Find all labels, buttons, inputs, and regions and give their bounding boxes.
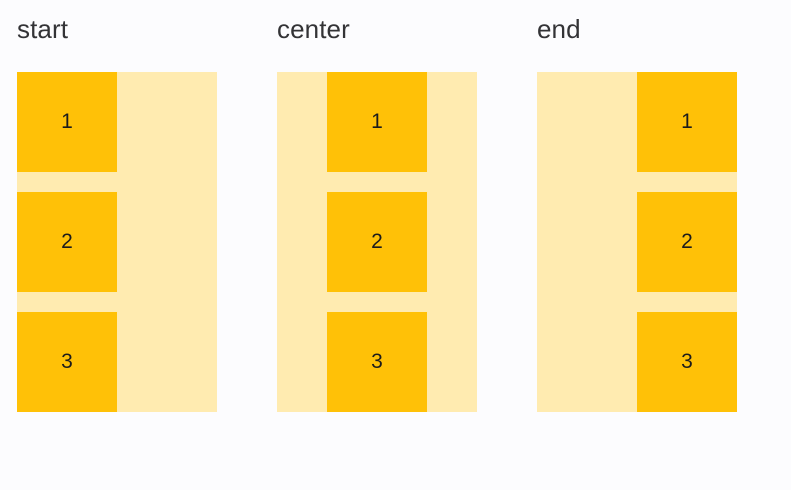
flex-item: 2 [637,192,737,292]
align-items-demo: start 1 2 3 center 1 2 3 end 1 2 3 [17,14,777,434]
flex-item: 1 [637,72,737,172]
flex-track-end: 1 2 3 [537,72,737,412]
demo-column-center: center 1 2 3 [277,14,477,412]
flex-track-start: 1 2 3 [17,72,217,412]
flex-item: 3 [327,312,427,412]
flex-item: 3 [637,312,737,412]
column-label-end: end [537,14,581,44]
demo-column-end: end 1 2 3 [537,14,737,412]
flex-item: 1 [17,72,117,172]
column-label-center: center [277,14,350,44]
demo-column-start: start 1 2 3 [17,14,217,412]
flex-track-center: 1 2 3 [277,72,477,412]
flex-item: 1 [327,72,427,172]
flex-item: 2 [327,192,427,292]
column-label-start: start [17,14,69,44]
flex-item: 3 [17,312,117,412]
flex-item: 2 [17,192,117,292]
